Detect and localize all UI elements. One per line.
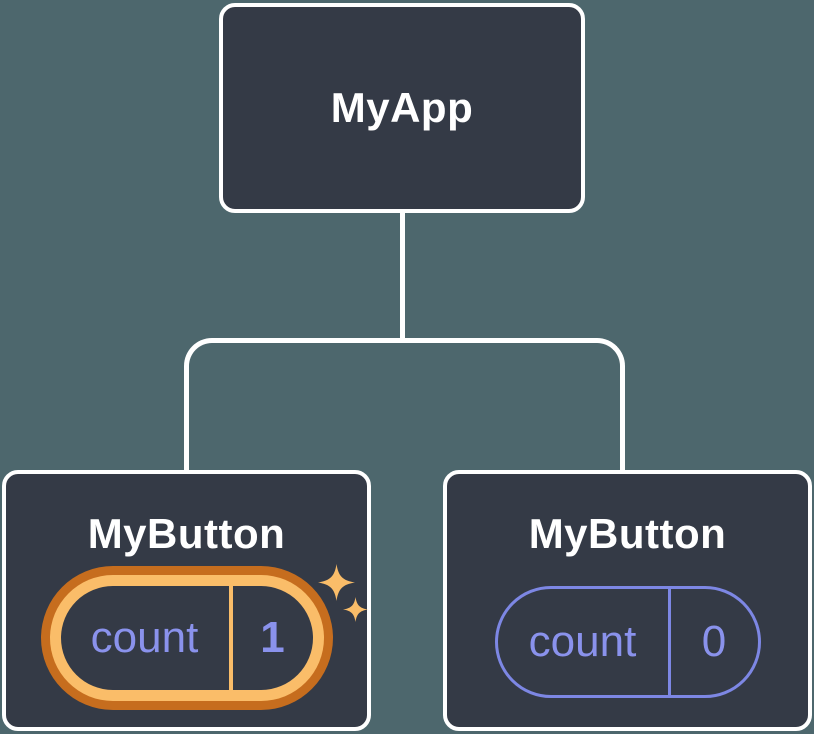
state-pill-divider: [228, 586, 233, 690]
state-value-label: 1: [260, 613, 285, 662]
state-value-label: 0: [701, 617, 727, 666]
state-value-cell: 1: [233, 586, 313, 690]
node-myapp-label: MyApp: [330, 84, 474, 131]
state-name-cell: count: [61, 586, 229, 690]
sparkle-icon-small: [343, 597, 368, 622]
state-name-label: count: [90, 613, 199, 662]
sparkle-icon-large: [318, 564, 355, 601]
node-myapp: MyApp: [219, 3, 585, 213]
connector-branch-bracket: [184, 338, 625, 472]
state-name-label: count: [528, 617, 637, 666]
state-pill-plain: count 0: [494, 586, 761, 698]
state-value-cell: 0: [671, 589, 758, 695]
state-pill-body: count 1: [60, 586, 313, 690]
node-mybutton-plain-label: MyButton: [528, 510, 727, 557]
state-name-cell: count: [498, 589, 668, 695]
node-mybutton-active-label: MyButton: [87, 510, 286, 557]
state-pill-highlighted: count 1: [40, 566, 333, 710]
state-pill-highlight-ring: count 1: [49, 575, 324, 701]
node-mybutton-plain: MyButton count 0: [443, 470, 812, 731]
connector-root-stem: [400, 211, 405, 341]
node-mybutton-active: MyButton count 1: [2, 470, 371, 731]
state-pill-divider: [667, 589, 671, 695]
